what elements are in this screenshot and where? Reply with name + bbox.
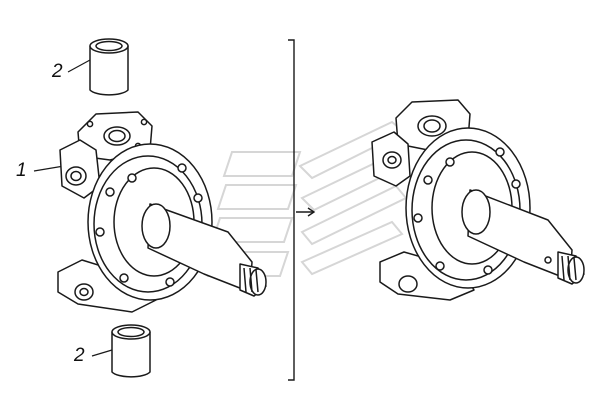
bushing-top (89, 38, 129, 96)
callout-part-2-top: 2 (52, 61, 63, 82)
leader-lines (33, 59, 113, 357)
callout-part-1: 1 (16, 160, 27, 181)
callout-part-2-bottom: 2 (74, 345, 85, 366)
divider-bracket (288, 39, 316, 381)
steering-knuckle-right (371, 99, 585, 301)
bushing-bottom (111, 324, 151, 378)
steering-knuckle-left (57, 38, 267, 378)
